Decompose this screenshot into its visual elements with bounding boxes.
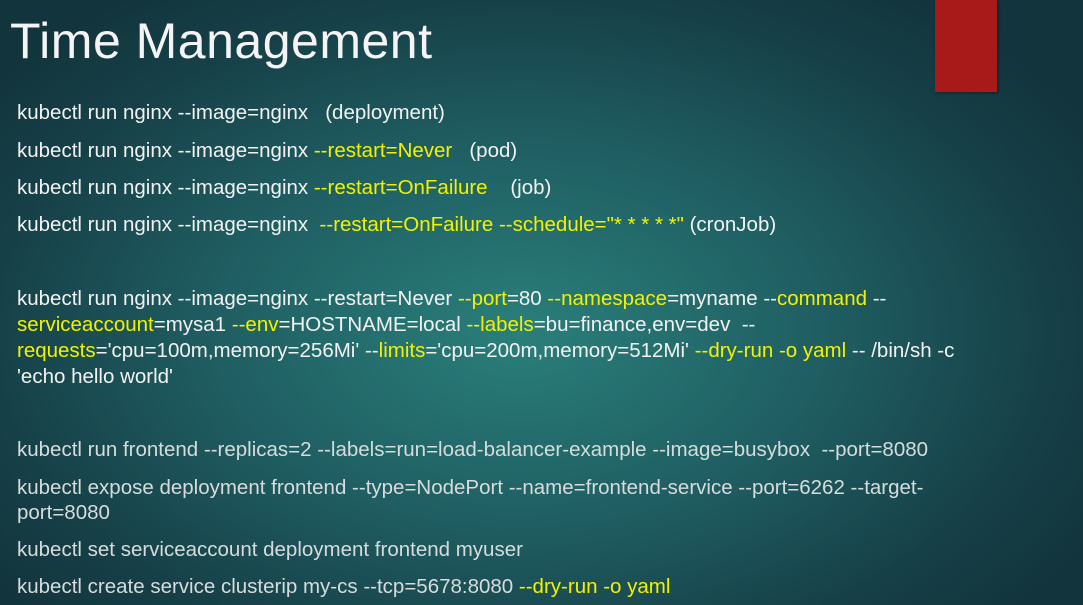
command-flag: --dry-run -o yaml	[518, 575, 671, 598]
command-line: kubectl expose deployment frontend --typ…	[17, 476, 923, 500]
command-line: kubectl run frontend --replicas=2 --labe…	[17, 438, 928, 462]
command-flag: --port	[457, 287, 507, 310]
command-text: (cronJob)	[683, 213, 777, 236]
slide-title: Time Management	[10, 13, 433, 69]
command-line: kubectl run nginx --image=nginx --restar…	[17, 287, 886, 311]
command-text: port=8080	[17, 501, 110, 524]
command-text: kubectl run nginx --image=nginx	[17, 213, 320, 236]
command-line: kubectl run nginx --image=nginx --restar…	[17, 176, 551, 200]
command-text: --	[867, 287, 887, 310]
command-line: kubectl run nginx --image=nginx --restar…	[17, 139, 517, 163]
command-text: 'echo hello world'	[17, 365, 173, 388]
command-text: kubectl create service clusterip my-cs -…	[17, 575, 519, 598]
command-flag: serviceaccount	[17, 313, 154, 336]
command-text: =mysa1	[153, 313, 232, 336]
command-text: kubectl run nginx --image=nginx --restar…	[17, 287, 458, 310]
command-flag: --restart=Never	[313, 139, 453, 162]
command-text: =bu=finance,env=dev --	[533, 313, 756, 336]
command-line: port=8080	[17, 501, 110, 525]
command-text: ='cpu=100m,memory=256Mi' --	[95, 339, 379, 362]
command-flag: command	[777, 287, 868, 310]
command-text: kubectl set serviceaccount deployment fr…	[17, 538, 523, 561]
command-text: (pod)	[452, 139, 518, 162]
command-text: (job)	[487, 176, 552, 199]
command-flag: --restart=OnFailure --schedule="* * * * …	[319, 213, 684, 236]
command-text: -- /bin/sh -c	[846, 339, 955, 362]
command-flag: --labels	[466, 313, 534, 336]
command-line: kubectl set serviceaccount deployment fr…	[17, 538, 523, 562]
command-line: 'echo hello world'	[17, 365, 173, 389]
command-flag: --namespace	[547, 287, 668, 310]
command-text: kubectl run nginx --image=nginx	[17, 139, 314, 162]
accent-bar	[935, 0, 997, 92]
command-line: serviceaccount=mysa1 --env=HOSTNAME=loca…	[17, 313, 755, 337]
command-line: kubectl run nginx --image=nginx --restar…	[17, 213, 776, 237]
command-line: requests='cpu=100m,memory=256Mi' --limit…	[17, 339, 954, 363]
command-text: kubectl run nginx --image=nginx	[17, 176, 314, 199]
command-flag: requests	[17, 339, 96, 362]
command-line: kubectl run nginx --image=nginx (deploym…	[17, 101, 445, 125]
command-flag: --restart=OnFailure	[313, 176, 488, 199]
command-text: kubectl run frontend --replicas=2 --labe…	[17, 438, 929, 461]
command-text: =HOSTNAME=local	[278, 313, 467, 336]
command-text: =myname --	[667, 287, 777, 310]
command-flag: limits	[378, 339, 426, 362]
command-text: kubectl expose deployment frontend --typ…	[17, 476, 924, 499]
command-text: ='cpu=200m,memory=512Mi'	[425, 339, 695, 362]
command-text: =80	[506, 287, 548, 310]
command-text: kubectl run nginx --image=nginx (deploym…	[17, 101, 445, 124]
command-line: kubectl create service clusterip my-cs -…	[17, 575, 670, 599]
command-flag: --env	[231, 313, 279, 336]
command-flag: --dry-run -o yaml	[694, 339, 847, 362]
